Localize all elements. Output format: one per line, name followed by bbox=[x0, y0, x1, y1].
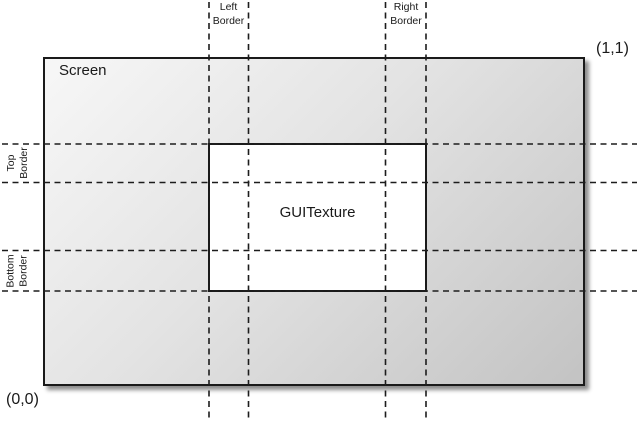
screen-label: Screen bbox=[59, 62, 107, 79]
right-border-label: Right Border bbox=[386, 1, 426, 28]
guitexture-rect bbox=[208, 143, 427, 292]
bottom-border-label: Bottom Border bbox=[0, 250, 38, 291]
bottom-border-label-text: Bottom Border bbox=[5, 254, 31, 287]
bottom-border-label-line1: Bottom bbox=[4, 253, 17, 288]
coord-top-right-label: (1,1) bbox=[596, 40, 629, 57]
guitexture-label: GUITexture bbox=[279, 204, 356, 221]
left-border-label: Left Border bbox=[209, 1, 248, 28]
left-border-label-line2: Border bbox=[212, 14, 245, 27]
top-border-label-text: Top Border bbox=[5, 147, 31, 179]
right-border-label-line2: Border bbox=[390, 14, 422, 27]
top-border-label-line2: Border bbox=[17, 146, 30, 179]
bottom-border-label-line2: Border bbox=[17, 254, 30, 287]
top-border-label: Top Border bbox=[0, 143, 38, 182]
left-border-label-line1: Left bbox=[219, 1, 238, 13]
top-border-label-line1: Top bbox=[4, 154, 17, 171]
right-border-label-line1: Right bbox=[393, 1, 419, 13]
coord-origin-label: (0,0) bbox=[6, 391, 39, 408]
